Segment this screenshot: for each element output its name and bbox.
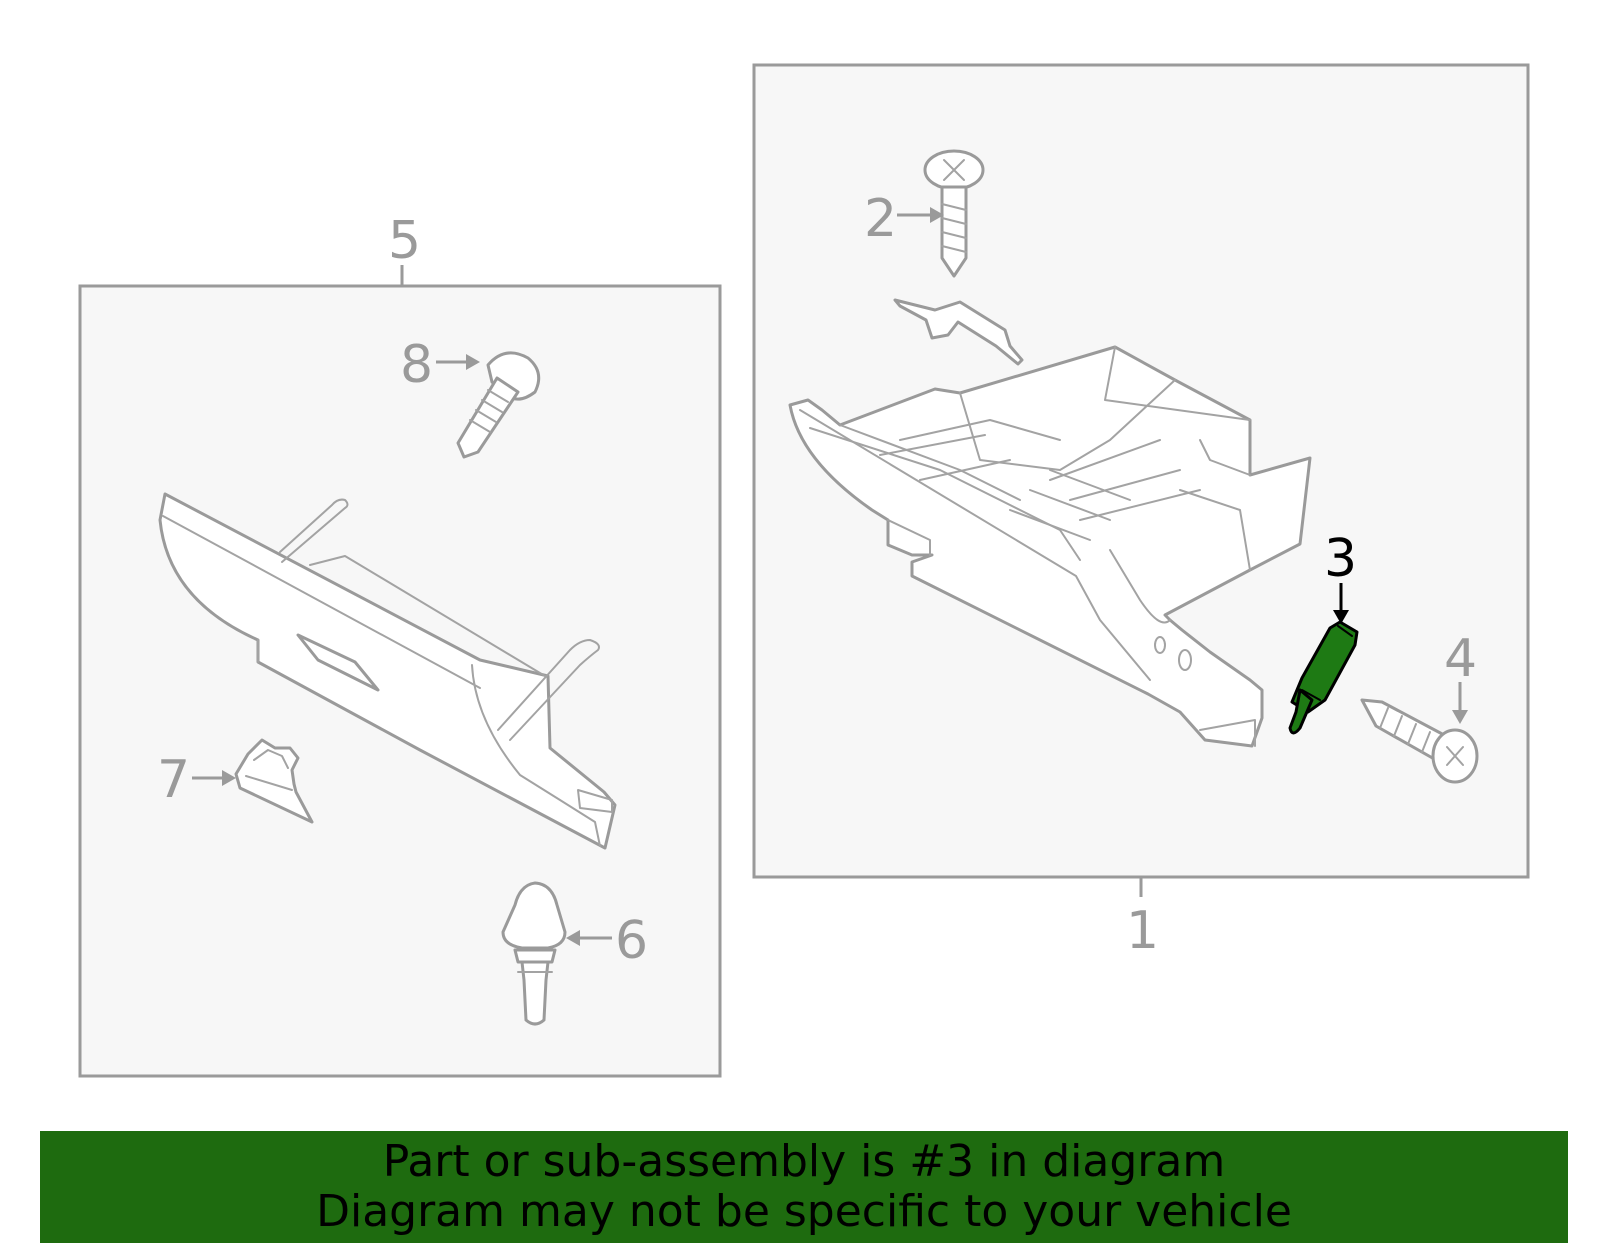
callout-8-arrow: [466, 354, 480, 370]
callout-3[interactable]: 3: [1324, 529, 1357, 589]
callout-7[interactable]: 7: [157, 750, 190, 810]
callout-2-arrow: [930, 207, 944, 223]
callout-1[interactable]: 1: [1126, 901, 1159, 961]
callout-5[interactable]: 5: [388, 211, 421, 271]
notice-banner: Part or sub-assembly is #3 in diagram Di…: [40, 1131, 1568, 1243]
callout-2[interactable]: 2: [864, 189, 897, 249]
part-2-screw[interactable]: [923, 149, 985, 278]
part-6-stopper[interactable]: [501, 881, 567, 1026]
part-7-clip[interactable]: [234, 738, 314, 824]
callout-8[interactable]: 8: [400, 335, 433, 395]
glove-box-door[interactable]: [158, 492, 617, 850]
part-8-screw[interactable]: [456, 351, 541, 459]
part-4-screw[interactable]: [1360, 698, 1479, 784]
callout-6-arrow: [566, 930, 580, 946]
callout-3-arrow: [1333, 610, 1349, 624]
callout-4-arrow: [1452, 710, 1468, 724]
part-3-highlighted[interactable]: [1288, 620, 1359, 735]
banner-line-1: Part or sub-assembly is #3 in diagram: [382, 1136, 1226, 1187]
callout-4[interactable]: 4: [1444, 629, 1477, 689]
banner-line-2: Diagram may not be specific to your vehi…: [316, 1186, 1292, 1237]
bracket[interactable]: [893, 298, 1024, 366]
glove-box-housing[interactable]: [788, 345, 1312, 748]
callout-7-arrow: [222, 770, 236, 786]
callout-6[interactable]: 6: [615, 911, 648, 971]
